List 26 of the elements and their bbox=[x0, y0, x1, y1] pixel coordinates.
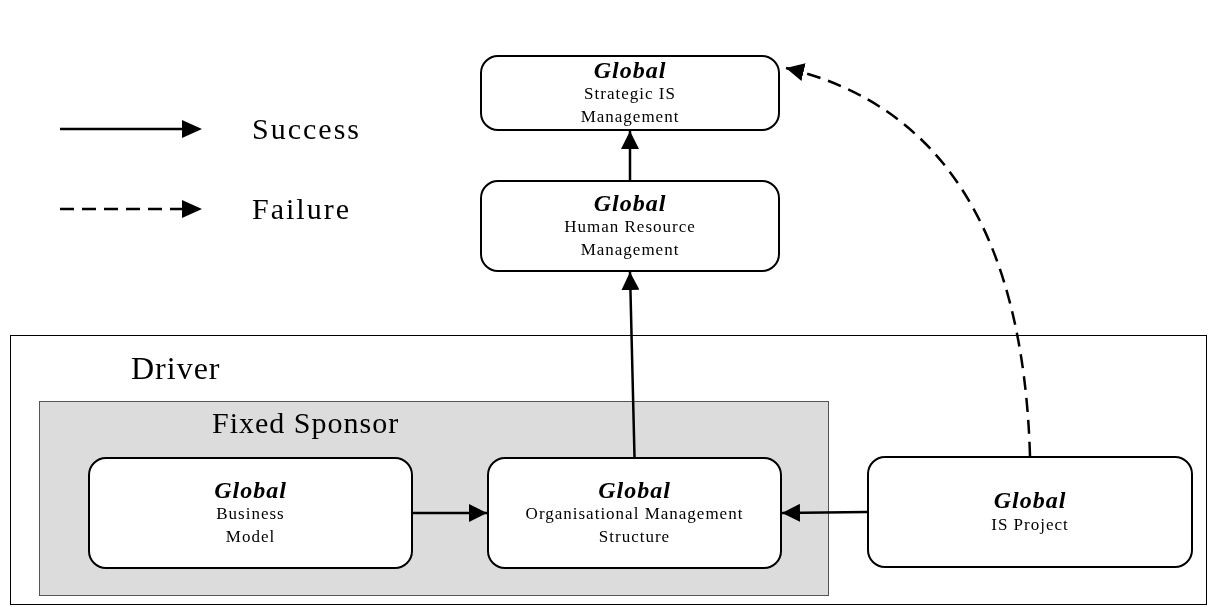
arrow bbox=[621, 131, 639, 180]
arrow bbox=[413, 504, 487, 522]
box-heading: Global bbox=[993, 487, 1067, 514]
region-title: Driver bbox=[131, 350, 221, 387]
box-text: Organisational Management Structure bbox=[524, 503, 745, 549]
arrow bbox=[782, 503, 867, 522]
process-box bbox=[88, 457, 413, 569]
box-heading: Global bbox=[214, 476, 287, 504]
sponsor-region bbox=[39, 401, 829, 596]
process-box bbox=[487, 457, 782, 569]
box-heading: Global bbox=[598, 476, 671, 504]
process-box bbox=[480, 180, 780, 272]
process-box bbox=[480, 55, 780, 131]
box-text: Human Resource Management bbox=[563, 216, 697, 262]
driver-region bbox=[10, 335, 1207, 605]
box-text: Strategic IS Management bbox=[579, 83, 681, 129]
region-title: Fixed Sponsor bbox=[212, 406, 400, 440]
box-text: Business Model bbox=[215, 503, 286, 549]
box-heading: Global bbox=[593, 56, 667, 84]
legend-text: Failure bbox=[252, 192, 351, 226]
arrow bbox=[785, 64, 1032, 457]
box-text: IS Project bbox=[991, 513, 1069, 536]
arrow bbox=[621, 271, 640, 458]
legend-text: Success bbox=[252, 112, 361, 146]
process-box bbox=[867, 456, 1193, 568]
box-heading: Global bbox=[593, 189, 667, 217]
